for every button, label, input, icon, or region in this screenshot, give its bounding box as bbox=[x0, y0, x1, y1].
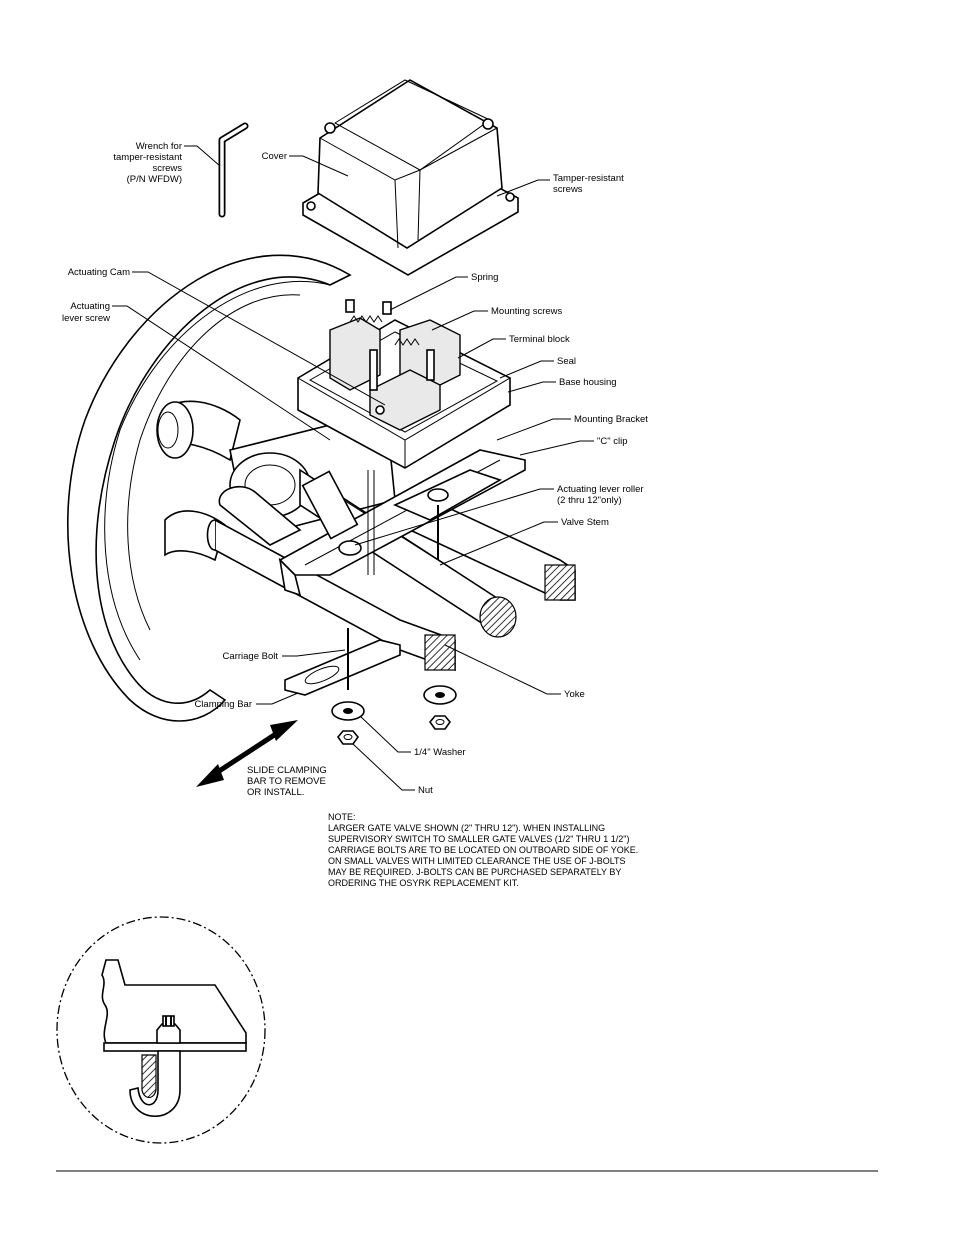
label-carriage-bolt: Carriage Bolt bbox=[223, 651, 279, 662]
part-labels: Wrench for tamper-resistant screws (P/N … bbox=[62, 141, 648, 798]
label-terminal-block: Terminal block bbox=[509, 334, 570, 345]
label-actuating-lever-roller-line-1: Actuating lever roller bbox=[557, 484, 644, 495]
clamping-bar bbox=[284, 470, 439, 696]
label-mounting-bracket: Mounting Bracket bbox=[574, 414, 648, 425]
label-seal: Seal bbox=[557, 356, 576, 367]
label-tamper-screws-line-1: Tamper-resistant bbox=[553, 173, 624, 184]
j-bolt-detail bbox=[56, 916, 266, 1144]
washers-and-nuts bbox=[331, 685, 457, 745]
cover bbox=[302, 79, 519, 276]
label-c-clip: "C" clip bbox=[597, 436, 628, 447]
label-actuating-lever-screw-line-2: lever screw bbox=[62, 313, 110, 324]
label-tamper-screws-line-2: screws bbox=[553, 184, 583, 195]
mounting-bracket bbox=[278, 449, 526, 597]
label-washer: 1/4" Washer bbox=[414, 747, 466, 758]
note-line-6: MAY BE REQUIRED. J-BOLTS CAN BE PURCHASE… bbox=[328, 867, 621, 877]
note-line-4: CARRIAGE BOLTS ARE TO BE LOCATED ON OUTB… bbox=[328, 845, 638, 855]
label-wrench-line-1: Wrench for bbox=[136, 141, 182, 152]
installation-note: NOTE: LARGER GATE VALVE SHOWN (2" THRU 1… bbox=[328, 812, 638, 888]
label-actuating-lever-screw-line-1: Actuating bbox=[70, 301, 110, 312]
label-spring: Spring bbox=[471, 272, 498, 283]
label-clamping-bar: Clamping Bar bbox=[194, 699, 252, 710]
yoke bbox=[206, 419, 576, 672]
label-wrench-line-2: tamper-resistant bbox=[113, 152, 182, 163]
label-mounting-screws: Mounting screws bbox=[491, 306, 563, 317]
label-slide-line-3: OR INSTALL. bbox=[247, 787, 304, 798]
note-line-5: ON SMALL VALVES WITH LIMITED CLEARANCE T… bbox=[328, 856, 626, 866]
label-yoke: Yoke bbox=[564, 689, 585, 700]
label-base-housing: Base housing bbox=[559, 377, 617, 388]
note-line-1: NOTE: bbox=[328, 812, 356, 822]
label-wrench-line-4: (P/N WFDW) bbox=[127, 174, 182, 185]
label-actuating-lever-roller-line-2: (2 thru 12"only) bbox=[557, 495, 622, 506]
label-slide-line-1: SLIDE CLAMPING bbox=[247, 765, 327, 776]
handwheel bbox=[66, 254, 352, 722]
leader-lines bbox=[112, 145, 594, 791]
label-slide-line-2: BAR TO REMOVE bbox=[247, 776, 326, 787]
note-line-3: SUPERVISORY SWITCH TO SMALLER GATE VALVE… bbox=[328, 834, 629, 844]
label-actuating-cam: Actuating Cam bbox=[68, 267, 130, 278]
label-wrench-line-3: screws bbox=[152, 163, 182, 174]
slide-direction-arrow bbox=[196, 720, 298, 787]
note-line-7: ORDERING THE OSYRK REPLACEMENT KIT. bbox=[328, 878, 519, 888]
base-housing bbox=[297, 299, 511, 469]
label-cover: Cover bbox=[262, 151, 287, 162]
label-valve-stem: Valve Stem bbox=[561, 517, 609, 528]
label-nut: Nut bbox=[418, 785, 433, 796]
wrench-icon bbox=[218, 122, 249, 218]
note-line-2: LARGER GATE VALVE SHOWN (2" THRU 12"). W… bbox=[328, 823, 605, 833]
